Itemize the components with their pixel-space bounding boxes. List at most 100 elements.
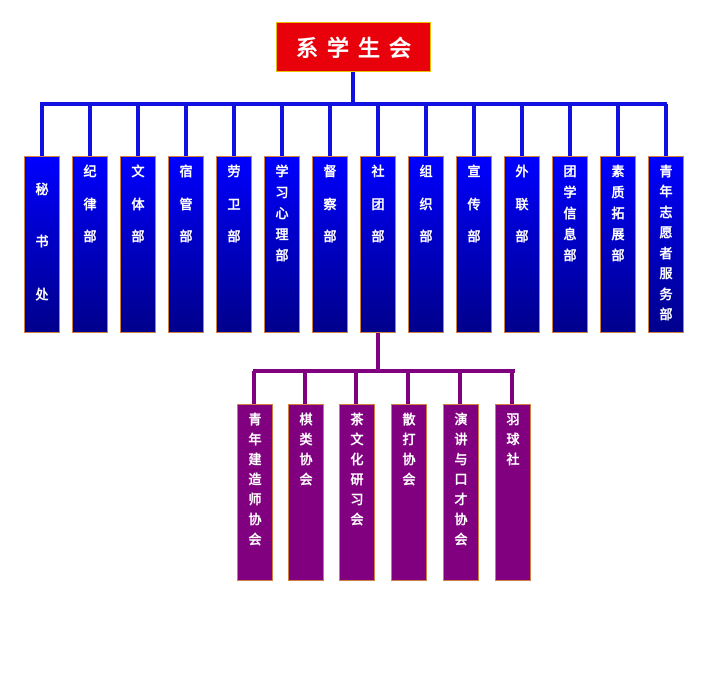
label-char: 建 xyxy=(248,453,262,468)
label-char: 书 xyxy=(35,235,49,251)
label-char: 会 xyxy=(350,513,364,528)
label-char: 纪 xyxy=(83,165,97,180)
label-char: 与 xyxy=(454,453,468,468)
label-char: 督 xyxy=(323,165,337,180)
label-char: 卫 xyxy=(227,197,241,213)
department-node: 团学信息部 xyxy=(552,156,588,333)
label-char: 信 xyxy=(563,207,577,222)
label-char: 习 xyxy=(350,493,364,508)
label-char: 部 xyxy=(83,230,97,245)
label-char: 协 xyxy=(454,513,468,528)
label-char: 质 xyxy=(611,186,625,201)
label-char: 造 xyxy=(248,473,262,488)
label-char: 讲 xyxy=(454,433,468,448)
label-char: 息 xyxy=(563,228,577,243)
department-node: 外联部 xyxy=(504,156,540,333)
label-char: 才 xyxy=(454,493,468,508)
label-char: 学 xyxy=(563,186,577,201)
club-node: 演讲与口才协会 xyxy=(443,404,479,581)
label-char: 部 xyxy=(323,230,337,245)
label-char: 传 xyxy=(467,197,481,213)
department-node: 宣传部 xyxy=(456,156,492,333)
label-char: 素 xyxy=(611,165,625,180)
label-char: 社 xyxy=(506,453,520,468)
department-node: 秘书处 xyxy=(24,156,60,333)
label-char: 部 xyxy=(611,249,625,264)
label-char: 务 xyxy=(659,287,673,303)
label-char: 组 xyxy=(419,165,433,180)
department-node: 素质拓展部 xyxy=(600,156,636,333)
label-char: 察 xyxy=(323,197,337,213)
label-char: 部 xyxy=(515,230,529,245)
label-char: 拓 xyxy=(611,207,625,222)
label-char: 劳 xyxy=(227,165,241,180)
department-node: 学习心理部 xyxy=(264,156,300,333)
label-char: 棋 xyxy=(299,413,313,428)
label-char: 联 xyxy=(515,197,529,213)
label-char: 团 xyxy=(563,165,577,180)
club-node: 羽球社 xyxy=(495,404,531,581)
label-char: 年 xyxy=(659,185,673,201)
department-node: 劳卫部 xyxy=(216,156,252,333)
club-node: 茶文化研习会 xyxy=(339,404,375,581)
label-char: 部 xyxy=(659,307,673,323)
club-drop-lines xyxy=(252,371,514,404)
label-char: 协 xyxy=(248,513,262,528)
label-char: 部 xyxy=(227,230,241,245)
label-char: 织 xyxy=(419,197,433,213)
label-char: 会 xyxy=(248,533,262,548)
department-node: 青年志愿者服务部 xyxy=(648,156,684,333)
label-char: 部 xyxy=(275,249,289,264)
label-char: 会 xyxy=(299,473,313,488)
label-char: 协 xyxy=(402,453,416,468)
label-char: 者 xyxy=(659,246,673,262)
department-node: 组织部 xyxy=(408,156,444,333)
label-char: 化 xyxy=(350,453,364,468)
label-char: 管 xyxy=(179,197,193,213)
label-char: 律 xyxy=(83,197,97,213)
label-char: 散 xyxy=(402,413,416,428)
label-char: 社 xyxy=(371,165,385,180)
label-char: 志 xyxy=(659,205,673,221)
root-node-student-union: 系学生会 xyxy=(276,22,431,72)
label-char: 研 xyxy=(350,473,364,488)
club-node: 棋类协会 xyxy=(288,404,324,581)
label-char: 部 xyxy=(563,249,577,264)
label-char: 会 xyxy=(454,533,468,548)
department-node: 社团部 xyxy=(360,156,396,333)
label-char: 师 xyxy=(248,493,262,508)
label-char: 年 xyxy=(248,433,262,448)
label-char: 球 xyxy=(506,433,520,448)
department-node: 督察部 xyxy=(312,156,348,333)
label-char: 团 xyxy=(371,197,385,213)
label-char: 类 xyxy=(299,433,313,448)
label-char: 部 xyxy=(131,230,145,245)
label-char: 部 xyxy=(419,230,433,245)
label-char: 秘 xyxy=(35,183,49,199)
label-char: 青 xyxy=(248,413,262,428)
label-char: 展 xyxy=(611,228,625,243)
department-node: 纪律部 xyxy=(72,156,108,333)
label-char: 协 xyxy=(299,453,313,468)
label-char: 羽 xyxy=(506,413,520,428)
label-char: 打 xyxy=(402,433,416,448)
label-char: 宣 xyxy=(467,165,481,180)
department-node: 宿管部 xyxy=(168,156,204,333)
label-char: 外 xyxy=(515,165,529,180)
club-node: 散打协会 xyxy=(391,404,427,581)
label-char: 文 xyxy=(350,433,364,448)
label-char: 服 xyxy=(659,267,673,283)
label-char: 口 xyxy=(454,473,468,488)
label-char: 体 xyxy=(131,197,145,213)
label-char: 部 xyxy=(371,230,385,245)
label-char: 文 xyxy=(131,165,145,180)
label-char: 愿 xyxy=(659,226,673,242)
label-char: 心 xyxy=(275,207,289,222)
label-char: 宿 xyxy=(179,165,193,180)
label-char: 茶 xyxy=(350,413,364,428)
label-char: 演 xyxy=(454,413,468,428)
club-node: 青年建造师协会 xyxy=(237,404,273,581)
label-char: 学 xyxy=(275,165,289,180)
